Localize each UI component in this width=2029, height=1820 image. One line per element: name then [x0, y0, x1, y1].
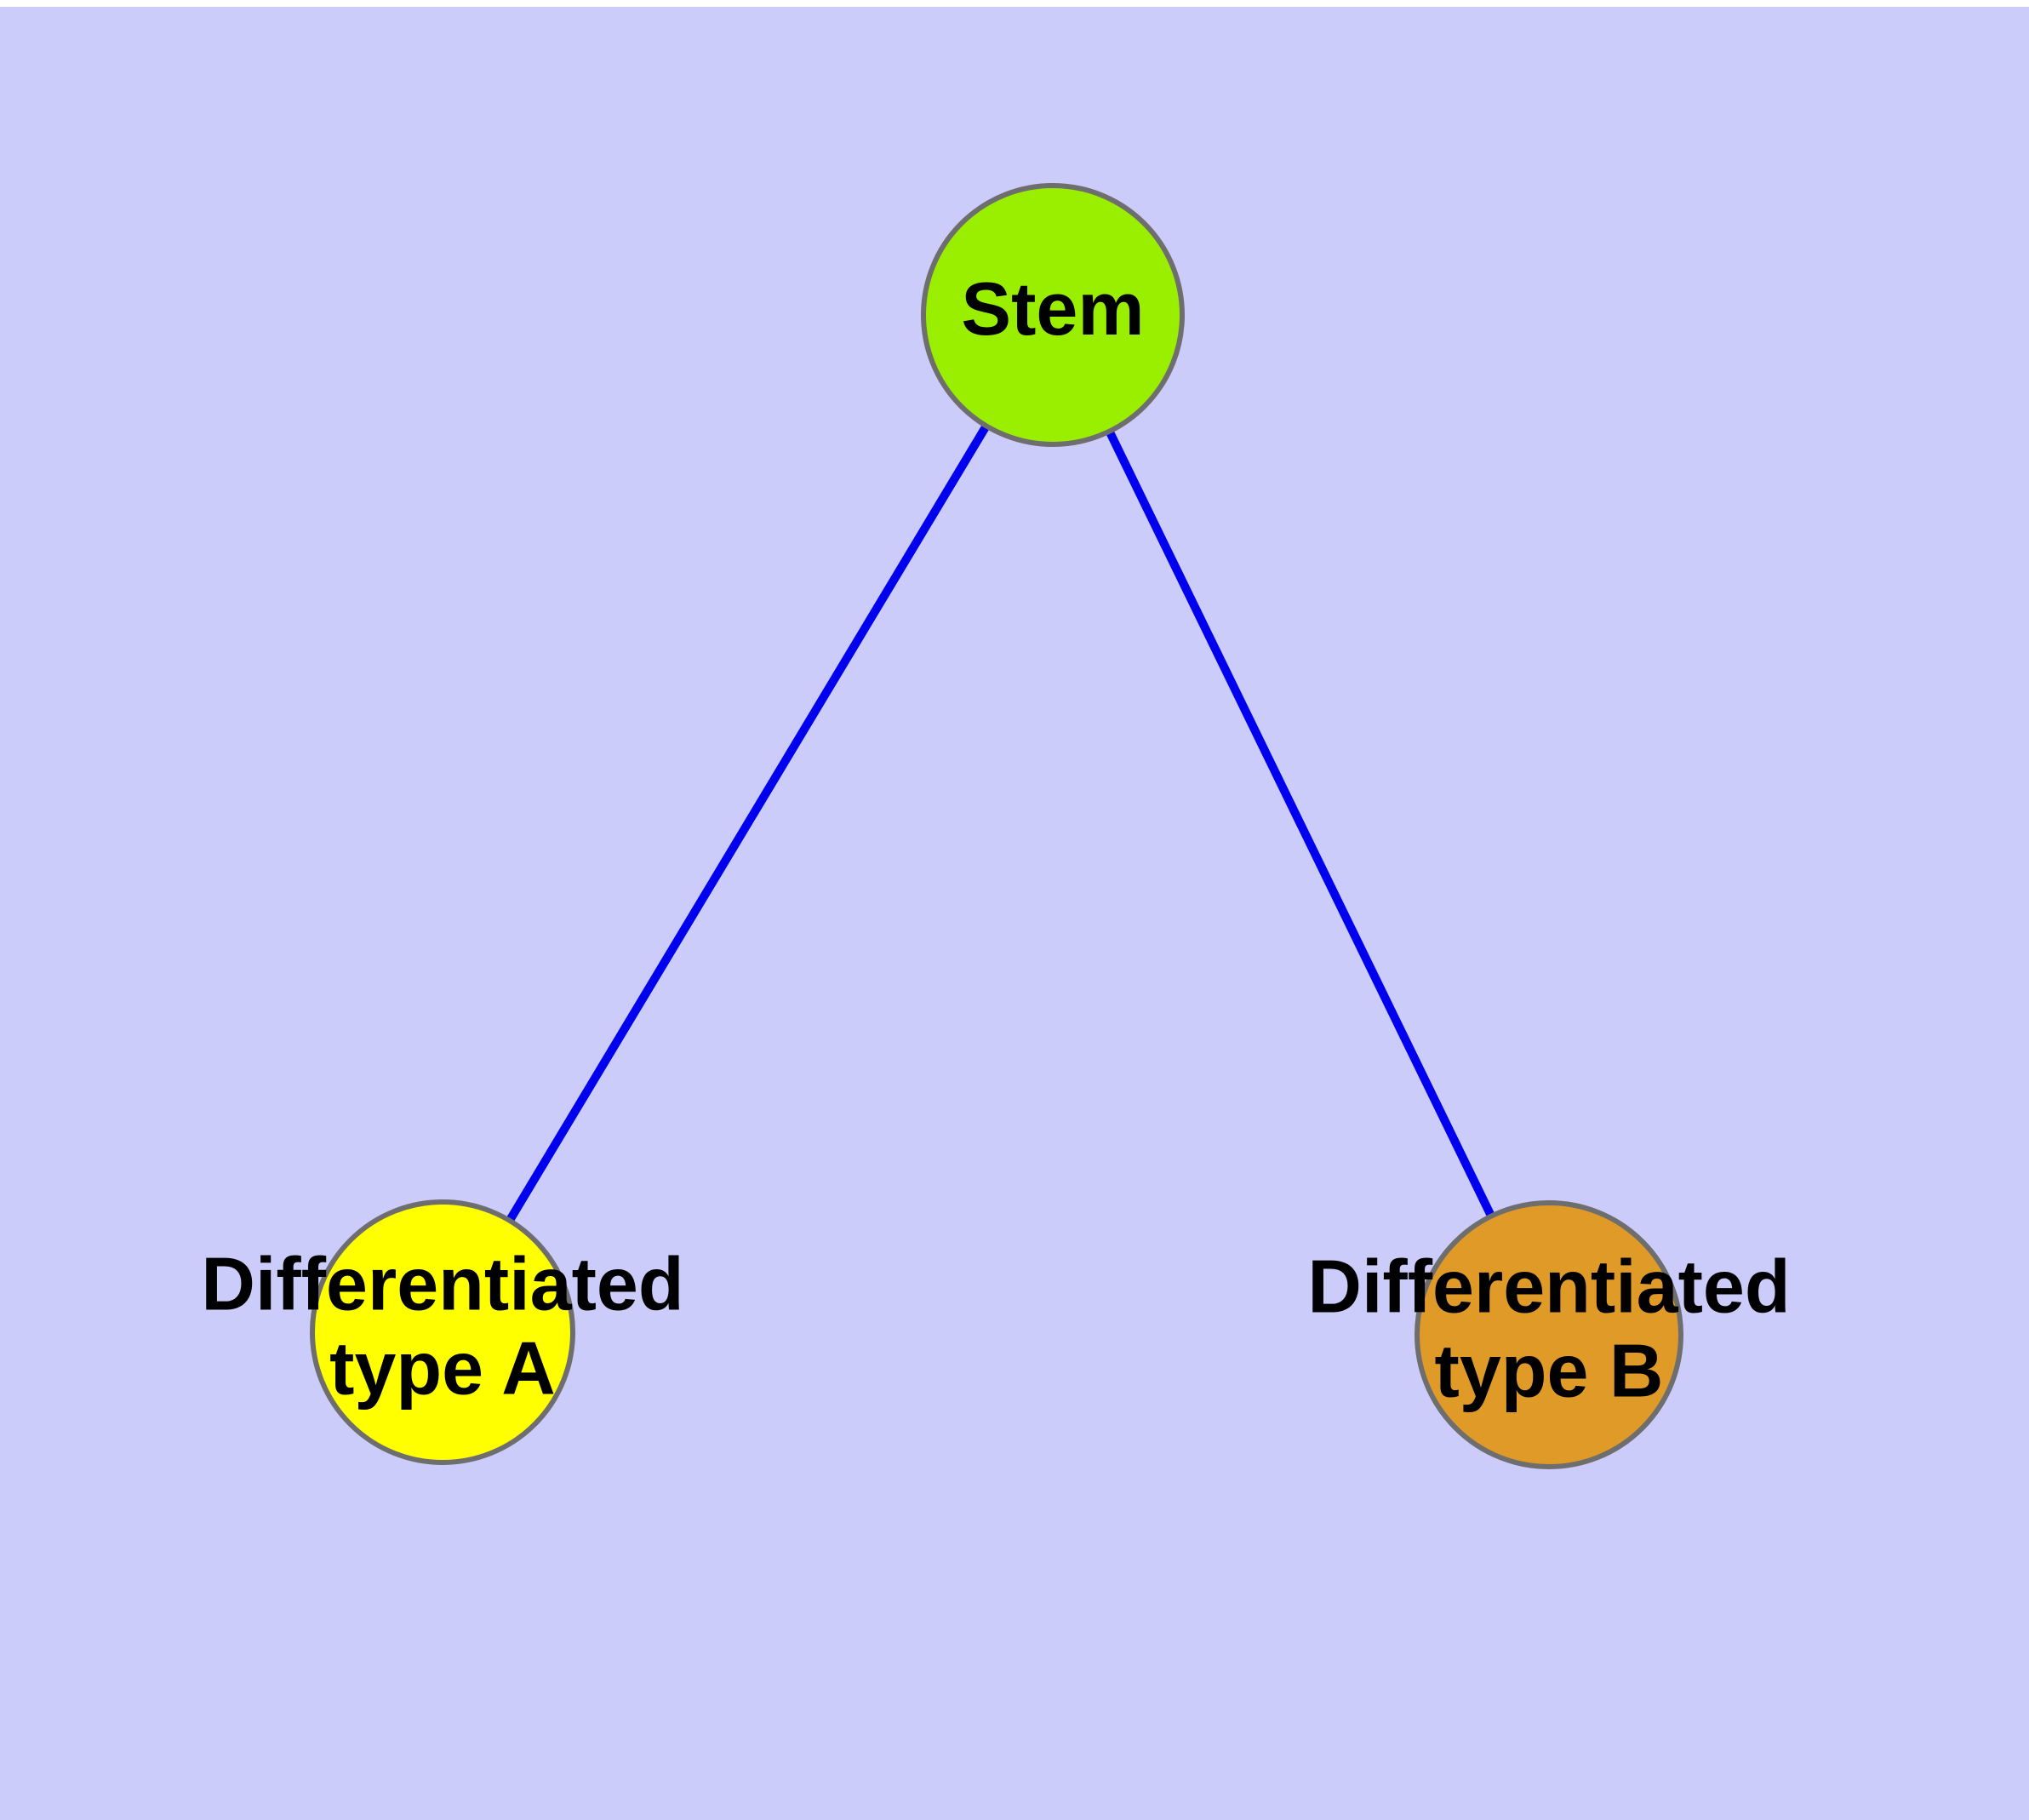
- node-stem-circle[interactable]: [921, 183, 1185, 447]
- edge-stem-to-differentiated-type-a[interactable]: [505, 422, 992, 1225]
- node-differentiated-type-b-circle[interactable]: [1415, 1200, 1683, 1469]
- node-differentiated-type-a[interactable]: [310, 1199, 575, 1465]
- node-differentiated-type-b[interactable]: [1415, 1200, 1683, 1469]
- node-label-stem: Stem: [961, 266, 1144, 351]
- node-layer: [310, 183, 1683, 1469]
- node-stem[interactable]: [921, 183, 1185, 447]
- edge-layer: [505, 422, 1496, 1225]
- node-differentiated-type-a-circle[interactable]: [310, 1199, 575, 1465]
- edge-stem-to-differentiated-type-b[interactable]: [1105, 427, 1496, 1220]
